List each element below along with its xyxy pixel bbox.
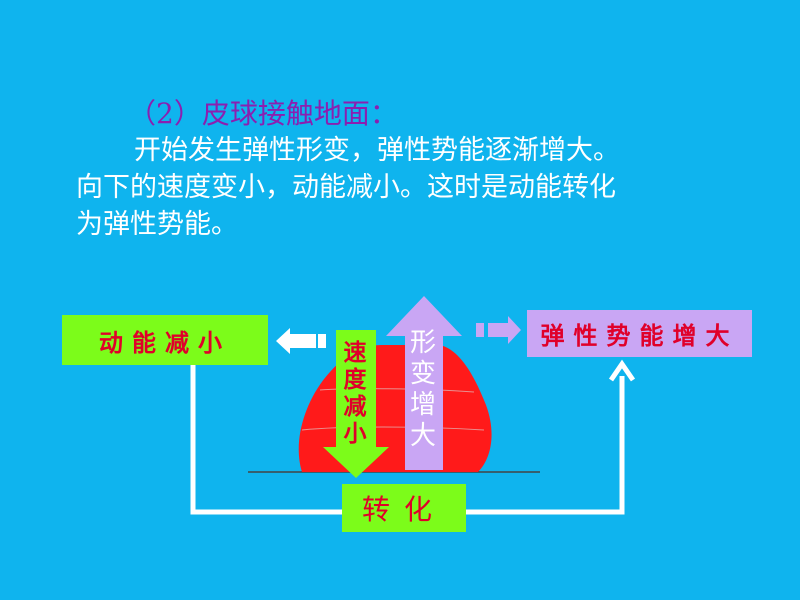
- left-arrow: [276, 328, 316, 354]
- right-arrow: [488, 316, 521, 344]
- deformed-ball: [298, 345, 492, 472]
- shape-char-4: 大: [409, 421, 436, 451]
- speed-char-2: 度: [343, 367, 367, 393]
- paragraph-line-2: 向下的速度变小，动能减小。这时是动能转化: [76, 172, 616, 203]
- shape-up-arrow: [386, 296, 462, 470]
- ball-seam-2: [319, 388, 475, 393]
- speed-char-3: 减: [343, 394, 367, 420]
- deformation-increase-label: 形 变 增 大: [405, 328, 441, 452]
- speed-down-arrow: [323, 330, 389, 478]
- shape-char-3: 增: [409, 390, 436, 420]
- kinetic-energy-decrease-box: 动能减小: [62, 315, 268, 365]
- connector-left: [190, 365, 342, 515]
- shape-char-2: 变: [409, 359, 436, 389]
- speed-char-4: 小: [343, 421, 367, 447]
- ball-seam-1: [301, 426, 485, 431]
- connector-arrowhead: [608, 359, 636, 382]
- paragraph-line-3: 为弹性势能。: [76, 209, 238, 240]
- section-heading: （2）皮球接触地面：: [128, 97, 398, 130]
- explanation-paragraph: 开始发生弹性形变，弹性势能逐渐增大。 向下的速度变小，动能减小。这时是动能转化 …: [76, 132, 716, 243]
- speed-decrease-label: 速 度 减 小: [338, 340, 372, 448]
- shape-char-1: 形: [409, 328, 436, 358]
- elastic-energy-increase-box: 弹性势能增大: [527, 310, 752, 357]
- connector-right: [466, 376, 625, 515]
- speed-char-1: 速: [343, 340, 367, 366]
- paragraph-line-1: 开始发生弹性形变，弹性势能逐渐增大。: [134, 135, 620, 166]
- conversion-box: 转化: [342, 484, 466, 532]
